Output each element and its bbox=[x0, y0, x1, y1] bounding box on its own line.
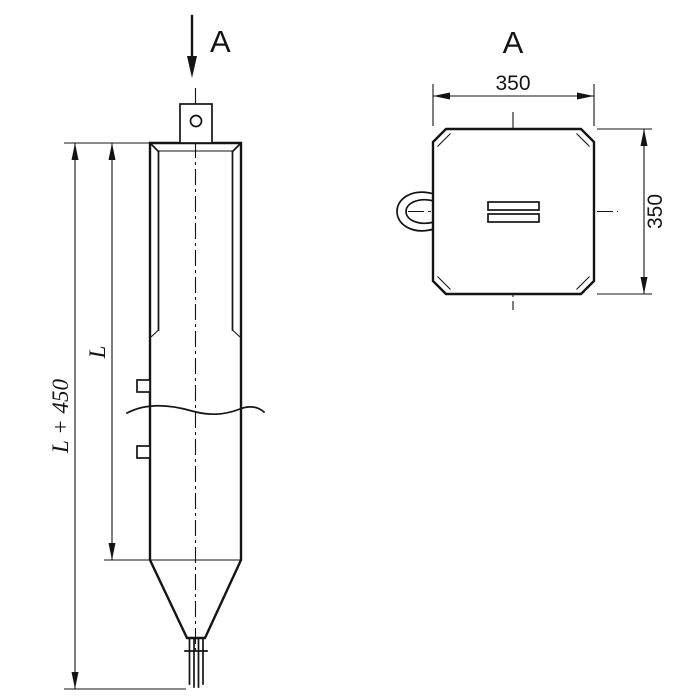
tab-hole bbox=[189, 114, 203, 128]
view-a-label: A bbox=[503, 25, 524, 60]
lifting-loop bbox=[396, 191, 436, 232]
side-lug-upper bbox=[136, 379, 151, 393]
break-wavy-line bbox=[125, 404, 266, 415]
tip-reinforcement-bars bbox=[184, 637, 208, 688]
dim-body-length-label: L bbox=[85, 346, 110, 360]
dim-width-label: 350 bbox=[495, 72, 530, 95]
section-arrow-label: A bbox=[210, 24, 231, 59]
section-arrow-head-icon bbox=[187, 56, 197, 78]
section-view-a: A 350 bbox=[396, 25, 667, 310]
center-lifting-eye-detail bbox=[487, 201, 540, 223]
section-arrow: A bbox=[187, 14, 231, 78]
side-lug-lower bbox=[136, 445, 151, 459]
dimension-width: 350 bbox=[432, 72, 595, 126]
section-body-outline bbox=[431, 127, 596, 296]
side-lugs bbox=[136, 379, 151, 459]
dim-height-label: 350 bbox=[644, 194, 667, 229]
top-lifting-tab bbox=[179, 103, 213, 144]
dim-overall-label: L + 450 bbox=[48, 379, 73, 454]
dimension-body-length: L bbox=[85, 143, 150, 561]
section-corner-chamfer-lines bbox=[437, 133, 590, 290]
dimension-overall: L + 450 bbox=[48, 142, 186, 690]
dimension-height: 350 bbox=[597, 128, 667, 295]
pile-chamfer-edges bbox=[148, 141, 243, 338]
front-view: A bbox=[48, 14, 266, 690]
